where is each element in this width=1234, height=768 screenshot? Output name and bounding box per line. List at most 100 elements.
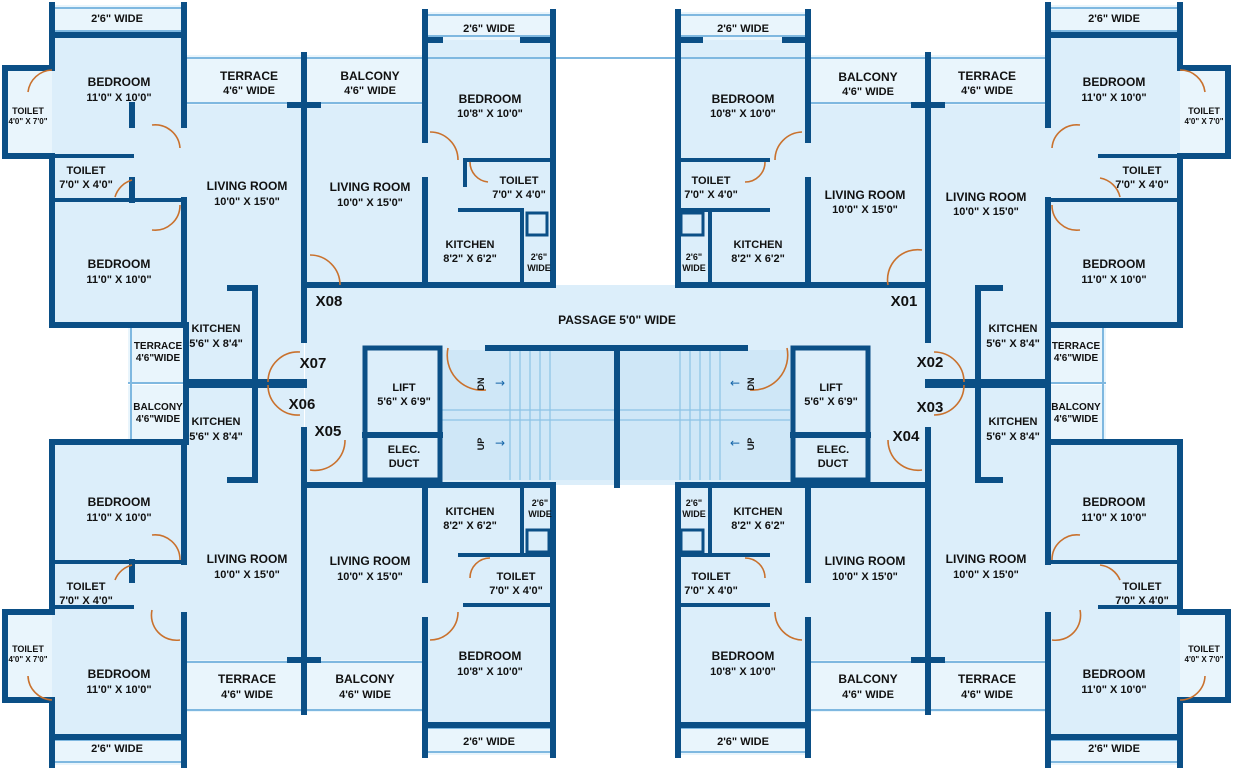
rb-toilet-size: 7'0" X 4'0" — [1115, 595, 1169, 607]
br-kitchen-name: KITCHEN — [734, 506, 783, 518]
br-duct-width: 2'6" — [686, 498, 702, 508]
bc-bedroom-name: BEDROOM — [459, 649, 522, 663]
rr-terrace-size: 4'6" WIDE — [961, 85, 1013, 97]
rr-wide-label: 2'6" WIDE — [1088, 13, 1140, 25]
rb-toilet-side-name: TOILET — [1188, 644, 1220, 654]
br-wide-label: 2'6" WIDE — [717, 736, 769, 748]
rr-bedroom2-name: BEDROOM — [1083, 257, 1146, 271]
tr-balcony-name: BALCONY — [838, 70, 897, 84]
arrow-right-icon: → — [495, 436, 505, 450]
rb-side-balcony-name: BALCONY — [1051, 402, 1101, 413]
tc-kitchen-name: KITCHEN — [446, 239, 495, 251]
tc-living-name: LIVING ROOM — [330, 180, 411, 194]
tr-duct-width: 2'6" — [686, 252, 702, 262]
stair-dn-right: DN — [746, 378, 756, 391]
tr-toilet-name: TOILET — [692, 175, 731, 187]
br-balcony-size: 4'6" WIDE — [842, 689, 894, 701]
bc-living-size: 10'0" X 15'0" — [337, 571, 403, 583]
bl-side-balcony-size: 4'6"WIDE — [136, 414, 181, 425]
tl-side-terrace-size: 4'6"WIDE — [136, 353, 181, 364]
rr-toilet-side-name: TOILET — [1188, 106, 1220, 116]
rb-bedroom2-size: 11'0" X 10'0" — [1081, 684, 1146, 696]
rr-bedroom2-size: 11'0" X 10'0" — [1081, 274, 1146, 286]
rr-kitchen-name: KITCHEN — [989, 323, 1038, 335]
br-kitchen-size: 8'2" X 6'2" — [731, 520, 785, 532]
rr-living-name: LIVING ROOM — [946, 190, 1027, 204]
bl-terrace-size: 4'6" WIDE — [221, 689, 273, 701]
room-labels: 2'6" WIDE BEDROOM 11'0" X 10'0" TOILET 4… — [9, 13, 1224, 755]
br-toilet-size: 7'0" X 4'0" — [684, 585, 738, 597]
br-toilet-name: TOILET — [692, 571, 731, 583]
bc-kitchen-name: KITCHEN — [446, 506, 495, 518]
lift-right-name: LIFT — [819, 382, 842, 394]
duct-right-name: ELEC. — [817, 444, 849, 456]
tl-wide-label: 2'6" WIDE — [91, 13, 143, 25]
tl-toilet-side-name: TOILET — [12, 106, 44, 116]
rr-bedroom1-size: 11'0" X 10'0" — [1081, 92, 1146, 104]
arrow-left-icon: ← — [730, 376, 740, 390]
tl-bedroom1-size: 11'0" X 10'0" — [86, 92, 151, 104]
tr-toilet-size: 7'0" X 4'0" — [684, 189, 738, 201]
unit-id-x08: X08 — [316, 293, 343, 310]
br-bedroom-name: BEDROOM — [712, 649, 775, 663]
br-bedroom-size: 10'8" X 10'0" — [710, 666, 776, 678]
tl-terrace-size: 4'6" WIDE — [223, 85, 275, 97]
rb-bedroom1-size: 11'0" X 10'0" — [1081, 512, 1146, 524]
bc-toilet-size: 7'0" X 4'0" — [489, 585, 543, 597]
bl-side-balcony-name: BALCONY — [133, 402, 183, 413]
stair-up-right: UP — [746, 438, 756, 451]
unit-id-x04: X04 — [893, 428, 920, 445]
rb-kitchen-name: KITCHEN — [989, 416, 1038, 428]
bc-kitchen-size: 8'2" X 6'2" — [443, 520, 497, 532]
bl-toilet-size: 7'0" X 4'0" — [59, 595, 113, 607]
bc-toilet-name: TOILET — [497, 571, 536, 583]
unit-id-x06: X06 — [289, 396, 316, 413]
duct-left-name: ELEC. — [388, 444, 420, 456]
rb-kitchen-size: 5'6" X 8'4" — [986, 431, 1040, 443]
br-living-size: 10'0" X 15'0" — [832, 571, 898, 583]
tl-toilet-name: TOILET — [67, 165, 106, 177]
arrow-left-icon: ← — [730, 436, 740, 450]
bc-duct-width: 2'6" — [532, 498, 548, 508]
rb-terrace-name: TERRACE — [958, 672, 1016, 686]
tl-living-size: 10'0" X 15'0" — [214, 196, 280, 208]
tl-bedroom1-name: BEDROOM — [88, 75, 151, 89]
bl-terrace-name: TERRACE — [218, 672, 276, 686]
bc-balcony-size: 4'6" WIDE — [339, 689, 391, 701]
rb-bedroom2-name: BEDROOM — [1083, 667, 1146, 681]
bl-bedroom1-name: BEDROOM — [88, 495, 151, 509]
doors — [27, 69, 1206, 701]
bl-toilet-side-size: 4'0" X 7'0" — [9, 655, 48, 664]
bc-bedroom-size: 10'8" X 10'0" — [457, 666, 523, 678]
rb-living-name: LIVING ROOM — [946, 552, 1027, 566]
lift-left-name: LIFT — [392, 382, 415, 394]
duct-right-name2: DUCT — [818, 458, 849, 470]
bl-toilet-side-name: TOILET — [12, 644, 44, 654]
br-duct-wide: WIDE — [682, 509, 706, 519]
bl-kitchen-size: 5'6" X 8'4" — [189, 431, 243, 443]
rr-toilet-side-size: 4'0" X 7'0" — [1185, 117, 1224, 126]
tc-bedroom-name: BEDROOM — [459, 92, 522, 106]
tc-wide-label: 2'6" WIDE — [463, 23, 515, 35]
tl-living-name: LIVING ROOM — [207, 179, 288, 193]
tc-kitchen-size: 8'2" X 6'2" — [443, 253, 497, 265]
tc-balcony-size: 4'6" WIDE — [344, 85, 396, 97]
br-living-name: LIVING ROOM — [825, 554, 906, 568]
tl-toilet-side-size: 4'0" X 7'0" — [9, 117, 48, 126]
bc-balcony-name: BALCONY — [335, 672, 394, 686]
bc-wide-label: 2'6" WIDE — [463, 736, 515, 748]
unit-id-x03: X03 — [917, 399, 944, 416]
stair-up-left: UP — [476, 438, 486, 451]
bl-wide-label: 2'6" WIDE — [91, 743, 143, 755]
bc-duct-wide: WIDE — [528, 509, 552, 519]
rb-living-size: 10'0" X 15'0" — [953, 569, 1019, 581]
bl-living-size: 10'0" X 15'0" — [214, 569, 280, 581]
rr-bedroom1-name: BEDROOM — [1083, 75, 1146, 89]
tl-terrace-name: TERRACE — [220, 69, 278, 83]
tl-side-terrace-name: TERRACE — [134, 341, 183, 352]
staircase — [440, 350, 795, 480]
rr-toilet-size: 7'0" X 4'0" — [1115, 179, 1169, 191]
tr-wide-label: 2'6" WIDE — [717, 23, 769, 35]
